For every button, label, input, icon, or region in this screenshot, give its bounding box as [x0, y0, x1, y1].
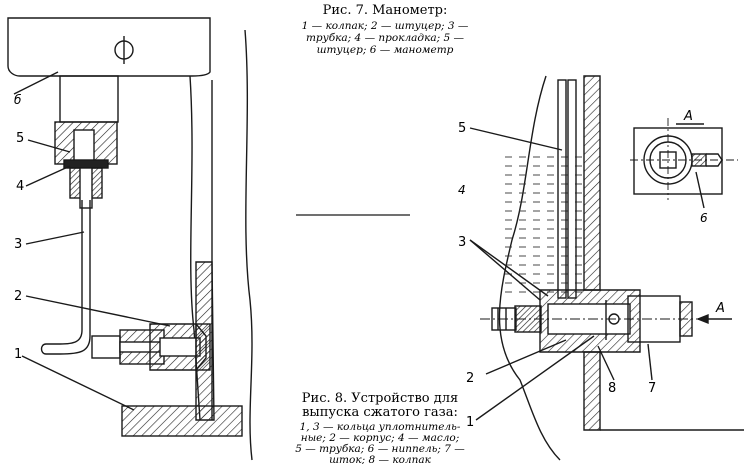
fig7-label-4: 4 [16, 179, 24, 194]
fig8-label-3: 3 [458, 235, 466, 250]
fig8-label-7: 7 [648, 381, 656, 396]
fig8-label-1: 1 [466, 415, 474, 430]
fig8-legend-line: ные; 2 — корпус; 4 — масло; [301, 432, 460, 444]
fig7-label-6: б [14, 93, 22, 107]
fig8-label-5: 5 [458, 121, 466, 136]
fig8-label-2: 2 [466, 371, 474, 386]
fig8-label-8: 8 [608, 381, 616, 396]
fig7-label-3: 3 [14, 237, 22, 252]
fig8-title: выпуска сжатого газа: [302, 405, 458, 420]
fig8-label-6: 6 [700, 211, 708, 225]
fig8-section-label: А [683, 109, 693, 124]
fig7-legend-line: трубка; 4 — прокладка; 5 — [306, 32, 465, 44]
fig8-legend-line: шток; 8 — колпак [329, 454, 432, 464]
fig8-title: Рис. 8. Устройство для [302, 391, 458, 406]
fig7-label-1: 1 [14, 347, 22, 362]
fig7-legend-line: 1 — колпак; 2 — штуцер; 3 — [302, 20, 469, 32]
fig8-label-4: 4 [458, 183, 466, 197]
fig7-legend-line: штуцер; 6 — манометр [317, 44, 454, 56]
fig7-title: Рис. 7. Манометр: [323, 3, 448, 18]
fig7-drawing [7, 17, 253, 461]
fig7-label-5: 5 [16, 131, 24, 146]
fig8-legend-line: 1, 3 — кольца уплотнитель- [300, 421, 461, 433]
fig7-label-2: 2 [14, 289, 22, 304]
fig8-legend-line: 5 — трубка; 6 — ниппель; 7 — [295, 443, 465, 455]
fig8-arrow-label: А [715, 301, 725, 316]
fig8-drawing [469, 75, 744, 461]
